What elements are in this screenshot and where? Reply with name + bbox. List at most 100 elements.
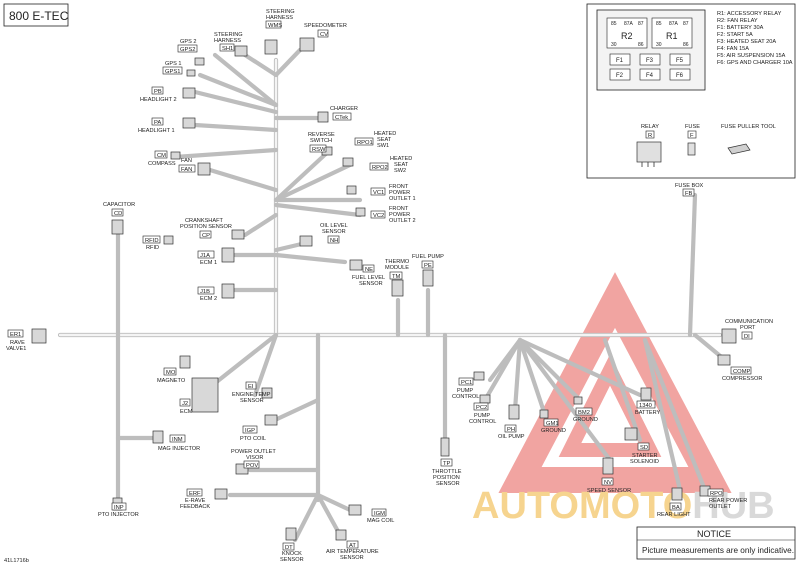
svg-text:SENSOR: SENSOR: [359, 281, 383, 287]
connector-icon: [285, 527, 297, 541]
connector-icon: [191, 377, 219, 413]
svg-text:ECM 1: ECM 1: [200, 260, 217, 266]
connector-icon: [717, 354, 731, 366]
svg-text:FAN: FAN: [181, 158, 192, 164]
component-fan: FAN FAN: [178, 158, 196, 173]
svg-text:CRANKSHAFT: CRANKSHAFT: [185, 218, 223, 224]
svg-text:SD: SD: [640, 445, 648, 451]
fuse-part: FUSE F: [685, 124, 700, 156]
component-cd: CAPACITOR CD: [103, 202, 135, 217]
svg-text:INP: INP: [114, 505, 124, 511]
connector-icon: [721, 328, 737, 344]
svg-text:30: 30: [611, 42, 617, 48]
svg-text:PB: PB: [154, 89, 162, 95]
component-rpo: RPO REAR POWER OUTLET: [707, 488, 747, 510]
svg-text:STARTER: STARTER: [632, 453, 658, 459]
legend-line: F2: START 5A: [717, 32, 753, 38]
svg-text:30: 30: [656, 42, 662, 48]
connector-icon: [602, 457, 614, 475]
svg-text:BATTERY: BATTERY: [635, 410, 661, 416]
connector-icon: [299, 37, 315, 52]
svg-text:87: 87: [683, 21, 689, 27]
component-rsw: REVERSE SWITCH RSW: [308, 132, 335, 153]
svg-text:REVERSE: REVERSE: [308, 132, 335, 138]
fuse-grid: F1 F3 F5 F2 F4 F6: [609, 53, 691, 81]
component-gm1: GM1 GROUND: [541, 418, 566, 434]
svg-text:F: F: [690, 133, 694, 139]
svg-text:FRONT: FRONT: [389, 184, 409, 190]
svg-text:MAG INJECTOR: MAG INJECTOR: [158, 446, 200, 452]
component-sd: SD STARTER SOLENOID: [630, 442, 659, 465]
svg-text:AUTOMOTOHUB: AUTOMOTOHUB: [472, 485, 775, 527]
svg-text:MO: MO: [166, 370, 176, 376]
svg-text:ER1: ER1: [10, 332, 21, 338]
component-cm: CM COMPASS: [148, 150, 176, 167]
notice-frame: [636, 526, 796, 560]
svg-text:PTO INJECTOR: PTO INJECTOR: [98, 512, 139, 518]
connector-icon: [473, 371, 485, 381]
notice-box: NOTICE Picture measurements are only ind…: [636, 526, 796, 560]
svg-text:POSITION SENSOR: POSITION SENSOR: [180, 224, 232, 230]
svg-text:NV: NV: [604, 480, 612, 486]
relay-icon: [636, 141, 662, 163]
relay-part: RELAY R: [636, 124, 662, 167]
connector-icon: [234, 45, 248, 57]
svg-text:86: 86: [683, 42, 689, 48]
svg-text:SW2: SW2: [394, 168, 406, 174]
svg-text:IGM: IGM: [374, 511, 385, 517]
svg-text:FUEL LEVEL: FUEL LEVEL: [352, 275, 385, 281]
svg-text:DT: DT: [285, 545, 293, 551]
component-vc1: VC1 FRONT POWER OUTLET 1: [370, 184, 416, 202]
diagram-title: 800 E-TEC: [9, 9, 69, 23]
connector-icon: [221, 247, 235, 263]
legend-line: R1: ACCESSORY RELAY: [717, 11, 782, 17]
component-tp: TP THROTTLE POSITION SENSOR: [432, 458, 462, 487]
svg-text:HARNESS: HARNESS: [266, 15, 293, 21]
svg-text:EI: EI: [248, 384, 254, 390]
connector-icon: [111, 219, 124, 235]
fuse-puller-icon: [727, 143, 751, 155]
connector-icon: [179, 355, 191, 369]
connector-icon: [197, 162, 211, 176]
connector-icon: [163, 235, 174, 245]
svg-text:DI: DI: [744, 334, 750, 340]
component-ctek: CHARGER CTek: [330, 106, 358, 121]
svg-text:85: 85: [656, 21, 662, 27]
svg-text:SENSOR: SENSOR: [240, 398, 264, 404]
legend-line: F6: GPS AND CHARGER 10A: [717, 60, 793, 66]
connector-icon: [152, 430, 164, 444]
svg-text:VC1: VC1: [373, 190, 384, 196]
svg-text:RPO1: RPO1: [357, 140, 373, 146]
component-rpo1: RPO1 HEATED SEAT SW1: [354, 131, 396, 149]
connector-icon: [355, 207, 366, 217]
svg-text:SENSOR: SENSOR: [436, 481, 460, 487]
connector-icon: [235, 463, 249, 475]
connector-icon: [194, 57, 205, 66]
title-frame: [3, 3, 69, 27]
connector-icon: [182, 87, 196, 99]
svg-text:PE: PE: [424, 263, 432, 269]
svg-text:SEAT: SEAT: [394, 162, 409, 168]
svg-text:THROTTLE: THROTTLE: [432, 469, 462, 475]
connector-icon: [214, 488, 228, 500]
svg-text:1340: 1340: [639, 403, 652, 409]
fuse-f3: F3: [646, 58, 654, 64]
svg-text:SPEEDOMETER: SPEEDOMETER: [304, 23, 347, 29]
component-inm: INM MAG INJECTOR: [158, 434, 200, 452]
watermark-text-1: AUTOMOTO: [472, 485, 692, 527]
svg-text:BA: BA: [672, 505, 680, 511]
svg-text:OIL PUMP: OIL PUMP: [498, 434, 525, 440]
svg-text:OUTLET 1: OUTLET 1: [389, 196, 416, 202]
fuse-f4: F4: [646, 73, 654, 79]
connector-icon: [348, 504, 362, 516]
component-ba: BA REAR LIGHT: [657, 502, 691, 518]
connector-icon: [182, 117, 196, 129]
connector-icon: [342, 157, 354, 167]
component-pe: FUEL PUMP PE: [412, 254, 444, 269]
component-inp: INP PTO INJECTOR: [98, 502, 139, 518]
svg-text:THERMO: THERMO: [385, 259, 410, 265]
connector-icon: [349, 259, 363, 271]
svg-text:CONTROL: CONTROL: [452, 394, 479, 400]
svg-text:SPEED SENSOR: SPEED SENSOR: [587, 488, 631, 494]
connector-icon: [573, 396, 583, 405]
